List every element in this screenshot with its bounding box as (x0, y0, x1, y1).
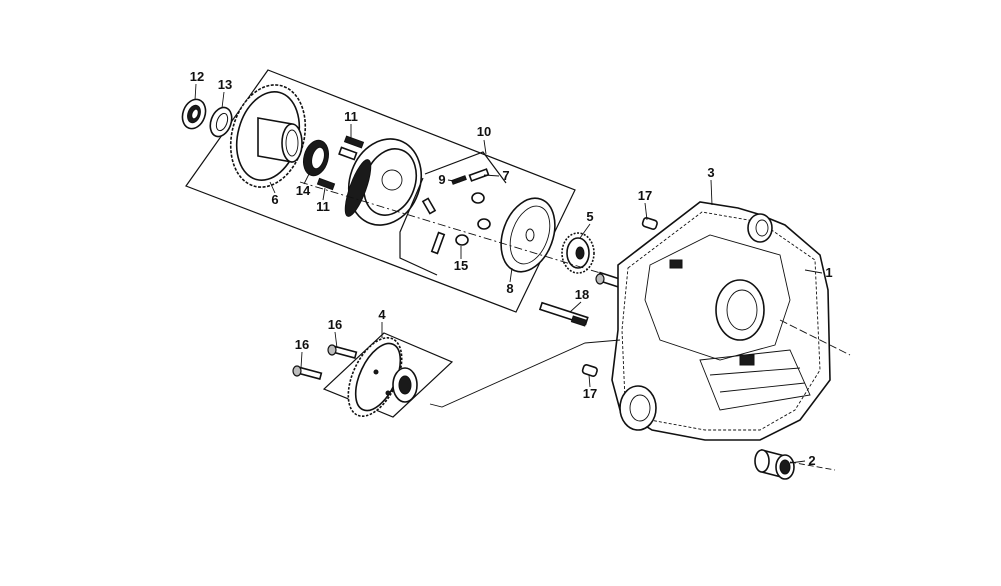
bushing-part (754, 448, 795, 480)
callout-3: 3 (707, 165, 715, 180)
callout-14: 14 (295, 183, 311, 198)
assembly-axis-line (299, 181, 641, 286)
bolt-part-upper (338, 135, 365, 161)
callout-1: 1 (825, 265, 833, 280)
callout-15: 15 (453, 258, 469, 273)
dowel-pin-part-upper (641, 217, 658, 230)
driven-gear-part (229, 84, 307, 188)
bolt-16-part-a (327, 344, 358, 359)
oil-pump-part (347, 337, 418, 417)
shaft-part (538, 301, 589, 327)
callout-8: 8 (506, 281, 514, 296)
callout-2: 2 (808, 453, 816, 468)
oil-pump-group-outline (322, 332, 454, 418)
oil-seal-part (181, 98, 207, 130)
starter-clutch-group-outline (185, 69, 576, 313)
idle-gear-part (561, 232, 595, 274)
callout-6: 6 (271, 192, 279, 207)
callout-4: 4 (378, 307, 386, 322)
callout-12: 12 (189, 69, 205, 84)
callout-11-lower: 11 (316, 199, 330, 214)
callout-5: 5 (586, 209, 594, 224)
connection-lines (429, 319, 851, 471)
springs-part (421, 168, 490, 255)
bolt-part-lower (316, 177, 336, 191)
callout-17-upper: 17 (637, 188, 653, 203)
clutch-housing-part (344, 138, 422, 226)
callout-17-lower: 17 (582, 386, 598, 401)
dowel-pin-part-lower (581, 364, 598, 377)
callout-10: 10 (476, 124, 492, 139)
pins-part (455, 192, 491, 246)
needle-bearing-part (303, 139, 329, 177)
callout-11-upper: 11 (344, 109, 358, 124)
leader-lines (194, 83, 823, 464)
callout-16-lower: 16 (294, 337, 310, 352)
roller-spring-subgroup-outline (399, 151, 507, 276)
crankcase-part (611, 201, 831, 441)
drive-plate-part (500, 197, 556, 273)
callout-16-upper: 16 (327, 317, 343, 332)
callout-13: 13 (217, 77, 233, 92)
washer-part (209, 106, 233, 138)
callout-7: 7 (502, 168, 510, 183)
bolt-16-part-b (292, 365, 323, 380)
callout-9: 9 (438, 172, 446, 187)
callout-18: 18 (574, 287, 590, 302)
